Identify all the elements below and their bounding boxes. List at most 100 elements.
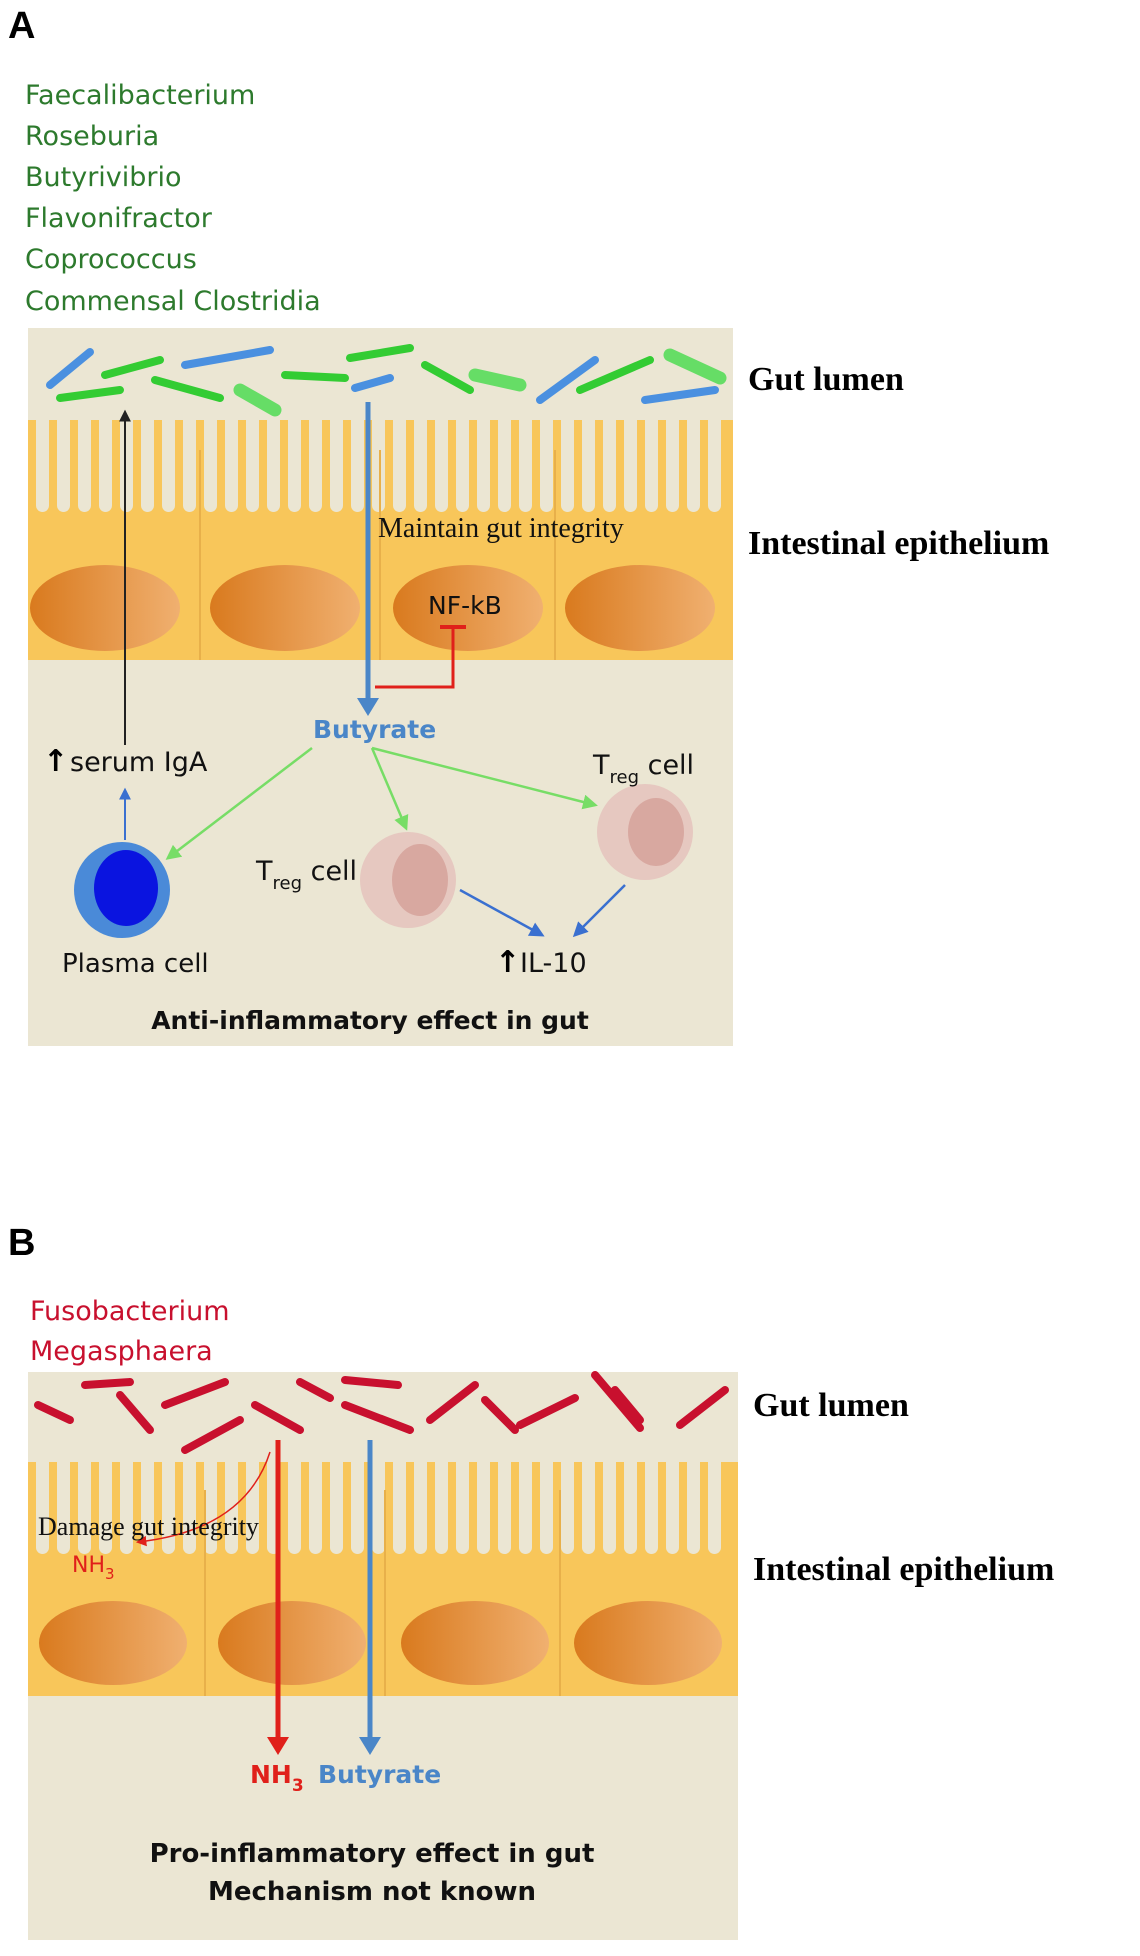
microvillus <box>309 420 322 512</box>
microvillus <box>624 420 637 512</box>
nucleus <box>401 1601 549 1685</box>
microvillus <box>246 420 259 512</box>
microvillus <box>708 420 721 512</box>
microvillus <box>330 420 343 512</box>
epithelium-label-a: Intestinal epithelium <box>748 525 1049 562</box>
microvillus <box>204 420 217 512</box>
microvillus <box>246 1462 259 1555</box>
microvillus <box>414 1462 427 1554</box>
gut-lumen-label-a: Gut lumen <box>748 361 904 398</box>
microvillus <box>456 420 469 512</box>
treg-to-il10-arrows <box>459 884 626 938</box>
microvillus <box>288 420 301 512</box>
microvillus <box>456 1462 469 1555</box>
bacteria-name: Fusobacterium <box>30 1296 230 1327</box>
nucleus <box>218 1601 366 1685</box>
microvillus <box>57 1462 70 1555</box>
microvillus <box>435 1462 448 1555</box>
nh3-arrowhead-b <box>267 1737 289 1755</box>
gut-lumen-label-b: Gut lumen <box>753 1387 909 1424</box>
bacteria-name: Commensal Clostridia <box>25 286 321 317</box>
microvillus <box>561 420 574 512</box>
rod-bacteria-b <box>34 1371 729 1454</box>
nfkb-inhibition-line <box>375 627 455 689</box>
microvillus <box>309 1462 322 1555</box>
bacteria-name: Faecalibacterium <box>25 80 255 111</box>
panel-b: B Fusobacterium Megasphaera <box>8 1222 1054 1940</box>
microvillus <box>666 1462 679 1555</box>
bacteria-name: Butyrivibrio <box>25 162 182 193</box>
microvillus <box>141 1462 154 1555</box>
nucleus <box>210 565 360 651</box>
bacteria-name: Roseburia <box>25 121 159 152</box>
microvillus <box>351 1462 364 1555</box>
microvilli-b <box>36 1462 721 1555</box>
il10-label: IL-10 <box>520 948 587 979</box>
microvillus <box>687 1462 700 1555</box>
panel-a: A Faecalibacterium Roseburia Butyrivibri… <box>8 5 1049 1046</box>
microvillus <box>477 1462 490 1555</box>
pro-inflammatory-caption: Pro-inflammatory effect in gut <box>150 1839 595 1869</box>
treg-label-left: Treg cell <box>255 856 357 894</box>
microvillus <box>477 420 490 512</box>
microvillus <box>393 1462 406 1555</box>
microvillus <box>561 1462 574 1555</box>
microvillus <box>582 1462 595 1555</box>
plasma-cell <box>74 842 170 938</box>
microvillus <box>99 420 112 512</box>
microvillus <box>498 420 511 512</box>
microvillus <box>57 420 70 512</box>
mechanism-caption: Mechanism not known <box>208 1877 536 1907</box>
nuclei-a <box>30 565 715 651</box>
microvillus <box>519 420 532 512</box>
microvillus <box>372 1462 385 1555</box>
microvillus <box>99 1462 112 1555</box>
microvillus <box>120 420 133 512</box>
microvillus <box>624 1462 637 1555</box>
treg-cell-right <box>597 784 693 880</box>
harmful-bacteria-list: Fusobacterium Megasphaera <box>30 1296 230 1367</box>
serum-iga-label: serum IgA <box>70 747 208 778</box>
microvillus <box>183 1462 196 1555</box>
microvillus <box>162 1462 175 1555</box>
microvillus <box>603 420 616 512</box>
microvillus <box>162 420 175 512</box>
microvillus <box>603 1462 616 1555</box>
microvillus <box>78 1462 91 1555</box>
panel-b-letter: B <box>8 1222 35 1264</box>
butyrate-effect-arrows <box>165 746 598 860</box>
microvillus <box>393 420 406 512</box>
microvillus <box>645 1462 658 1555</box>
microvillus <box>36 420 49 512</box>
epithelium-label-b: Intestinal epithelium <box>753 1551 1054 1588</box>
anti-inflammatory-caption: Anti-inflammatory effect in gut <box>151 1006 589 1035</box>
treg-cell-left <box>360 832 456 928</box>
butyrate-arrowhead-b <box>359 1737 381 1755</box>
microvillus <box>183 420 196 512</box>
panel-a-letter: A <box>8 5 35 47</box>
microvillus <box>330 1462 343 1555</box>
microvillus <box>372 420 385 512</box>
microvillus <box>666 420 679 512</box>
microvilli-a <box>36 420 721 512</box>
cell-borders-a <box>199 450 556 660</box>
butyrate-label-b: Butyrate <box>318 1760 441 1789</box>
microvillus <box>498 1462 511 1555</box>
microvillus <box>687 420 700 512</box>
nh3-label-b: NH3 <box>250 1760 304 1796</box>
butyrate-arrowhead-a <box>357 698 379 716</box>
treg-label-right: Treg cell <box>592 750 694 788</box>
microvillus <box>582 420 595 512</box>
microvillus <box>414 420 427 512</box>
microvillus <box>435 420 448 512</box>
microvillus <box>645 420 658 512</box>
nucleus <box>393 565 543 651</box>
microvillus <box>351 420 364 512</box>
nucleus <box>30 565 180 651</box>
il10-up-arrow: ↑ <box>495 945 520 980</box>
microvillus <box>267 420 280 512</box>
damage-integrity-label: Damage gut integrity <box>38 1512 259 1541</box>
bacteria-name: Coprococcus <box>25 244 197 275</box>
microvillus <box>36 1462 49 1555</box>
